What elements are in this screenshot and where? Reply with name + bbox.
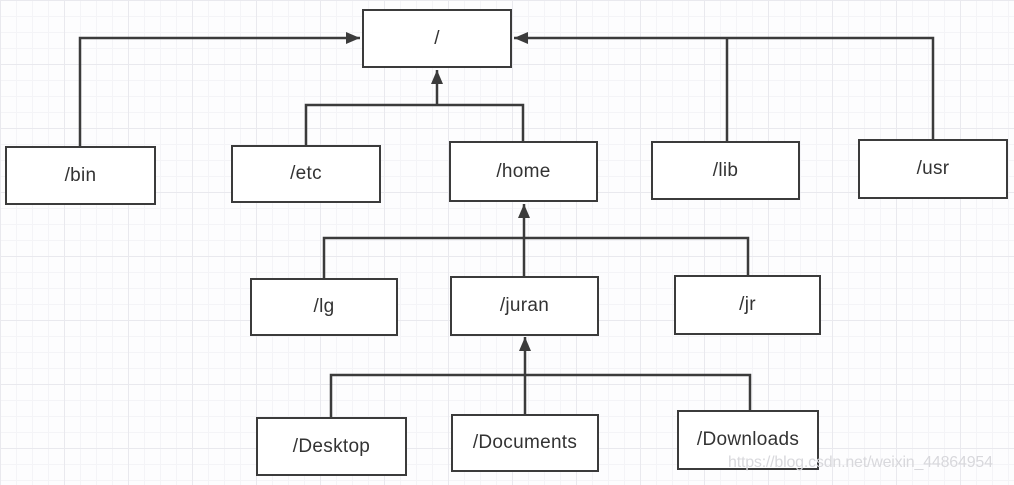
node-usr: /usr	[858, 139, 1008, 199]
node-bin: /bin	[5, 146, 156, 205]
node-root: /	[362, 9, 512, 68]
node-etc: /etc	[231, 145, 381, 203]
node-lib: /lib	[651, 141, 800, 200]
edge-bin-root	[78, 32, 360, 146]
node-home: /home	[449, 141, 598, 202]
edge-desktop-downloads-bus	[329, 373, 752, 417]
watermark-text: https://blog.csdn.net/weixin_44864954	[728, 454, 993, 471]
node-juran: /juran	[450, 276, 599, 336]
node-documents: /Documents	[451, 414, 599, 472]
node-desktop: /Desktop	[256, 417, 407, 476]
node-jr: /jr	[674, 275, 821, 335]
edge-lg-jr-bus	[322, 236, 750, 278]
node-lg: /lg	[250, 278, 398, 336]
edge-etc-home-bus	[304, 103, 525, 145]
edge-usr-root	[514, 32, 935, 139]
node-downloads: /Downloads	[677, 410, 819, 470]
